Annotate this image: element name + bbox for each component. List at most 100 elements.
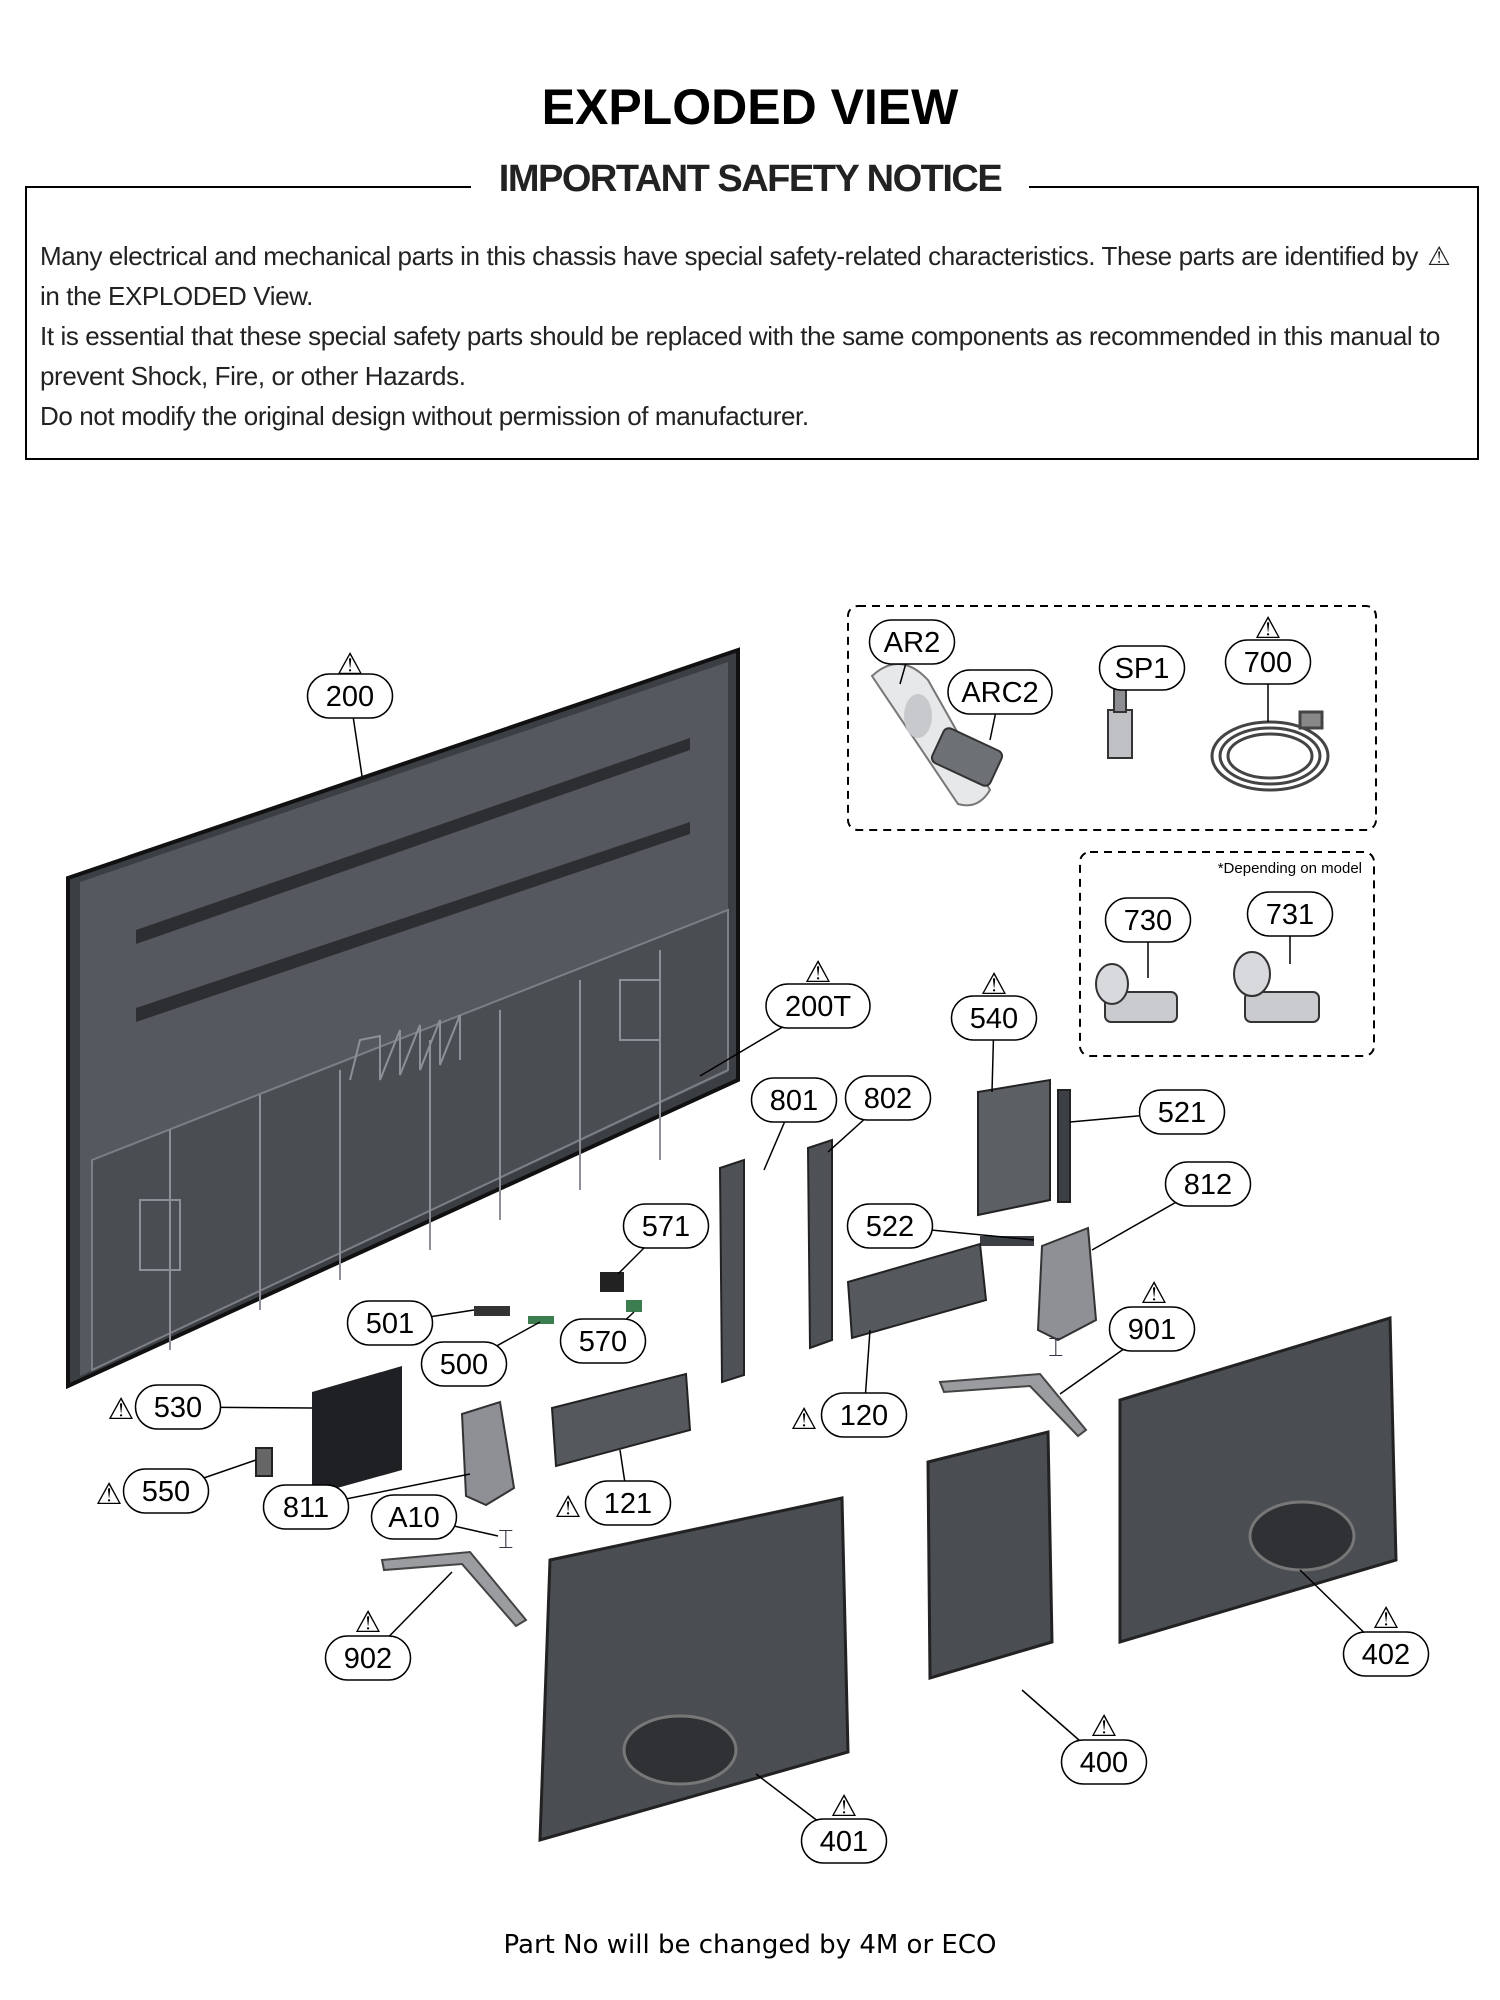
part-callout-802: 802	[827, 1075, 932, 1153]
cable-522	[980, 1236, 1034, 1246]
callout-bubble	[1164, 1161, 1252, 1207]
callout-bubble	[370, 1494, 458, 1540]
back-cover-401	[538, 1496, 850, 1843]
callout-bubble	[1224, 639, 1312, 685]
part-number-label: 801	[770, 1085, 818, 1117]
part-callout-812: 812	[1091, 1161, 1252, 1251]
part-number-label: 811	[283, 1492, 329, 1524]
board-500	[528, 1316, 554, 1324]
footer-note: Part No will be changed by 4M or ECO	[503, 1930, 997, 1960]
callout-bubble	[868, 619, 956, 665]
part-number-label: 400	[1080, 1747, 1128, 1779]
part-callout-902: 902⚠	[324, 1571, 453, 1681]
part-callout-522: 522	[846, 1203, 1035, 1249]
board-570	[626, 1300, 642, 1312]
stand-bracket-812	[1036, 1226, 1098, 1342]
callout-bubble	[947, 669, 1053, 715]
safety-warning-icon: ⚠	[96, 1477, 123, 1512]
exploded-view-diagram: *Depending on model	[66, 605, 1430, 1864]
part-callout-901: 901⚠	[1059, 1276, 1196, 1395]
notice-line-3: Do not modify the original design withou…	[40, 401, 809, 431]
remote-ar2	[870, 662, 1004, 807]
callout-bubble	[262, 1484, 350, 1530]
callout-bubble	[1108, 1306, 1196, 1352]
safety-notice-heading: IMPORTANT SAFETY NOTICE	[0, 158, 1500, 201]
main-board-540	[977, 1078, 1051, 1217]
callout-bubble	[800, 1818, 888, 1864]
screw-sp1	[1107, 683, 1133, 759]
part-callout-a10: A10	[370, 1494, 499, 1540]
part-callout-200: 200⚠	[306, 647, 394, 777]
callout-bubble	[420, 1341, 508, 1387]
part-number-label: SP1	[1115, 653, 1170, 685]
safety-warning-icon: ⚠	[1255, 611, 1282, 646]
callout-bubble	[346, 1300, 434, 1346]
part-number-label: 200	[326, 681, 374, 713]
page-title: EXPLODED VIEW	[541, 79, 959, 135]
part-callout-730: 730	[1104, 897, 1192, 978]
part-number-label: 521	[1158, 1097, 1206, 1129]
part-number-label: 570	[579, 1326, 627, 1358]
safety-warning-icon: ⚠	[555, 1490, 582, 1525]
part-number-label: 550	[142, 1476, 190, 1508]
part-callout-ar2: AR2	[868, 619, 956, 685]
callout-bubble	[1060, 1739, 1148, 1785]
safety-warning-icon: ⚠	[355, 1605, 382, 1640]
part-number-label: 802	[864, 1083, 912, 1115]
callout-bubble	[1104, 897, 1192, 943]
board-501	[474, 1306, 510, 1316]
back-cover-402	[1118, 1315, 1398, 1645]
part-callout-570: 570	[559, 1311, 647, 1364]
callout-bubble	[1246, 891, 1334, 937]
notice-line-1: Many electrical and mechanical parts in …	[40, 236, 1464, 316]
callout-bubble	[1098, 645, 1186, 691]
callout-bubble	[846, 1203, 934, 1249]
callout-bubble	[122, 1468, 210, 1514]
safety-warning-icon: ⚠	[1373, 1601, 1400, 1636]
part-callout-700: 700⚠	[1224, 611, 1312, 722]
part-number-label: 540	[970, 1003, 1018, 1035]
part-callout-401: 401⚠	[755, 1773, 888, 1864]
part-callout-500: 500	[420, 1321, 541, 1387]
safety-warning-icon: ⚠	[337, 647, 364, 682]
safety-warning-icon: ⚠	[805, 955, 832, 990]
part-number-label: 501	[366, 1308, 414, 1340]
display-panel	[66, 647, 740, 1390]
part-callout-731: 731	[1246, 891, 1334, 964]
callout-bubble	[559, 1318, 647, 1364]
cover-400	[926, 1430, 1054, 1681]
part-number-label: 812	[1184, 1169, 1232, 1201]
part-number-label: 402	[1362, 1639, 1410, 1671]
part-number-label: 731	[1266, 899, 1314, 931]
callout-bubble	[750, 1077, 838, 1123]
safety-notice-text: Many electrical and mechanical parts in …	[40, 236, 1464, 436]
callout-bubble	[1342, 1631, 1430, 1677]
part-callout-400: 400⚠	[1021, 1689, 1148, 1785]
callout-bubble	[622, 1203, 710, 1249]
part-550	[255, 1447, 273, 1477]
part-callout-arc2: ARC2	[947, 669, 1053, 741]
part-callout-120: 120⚠	[791, 1329, 908, 1438]
callout-bubble	[306, 673, 394, 719]
callout-bubble	[765, 983, 871, 1029]
part-callout-121: 121⚠	[555, 1449, 672, 1526]
part-callout-501: 501	[346, 1300, 475, 1346]
part-number-label: 730	[1124, 905, 1172, 937]
part-callout-200t: 200T⚠	[699, 955, 871, 1077]
safety-warning-icon: ⚠	[1091, 1709, 1118, 1744]
power-cord-700	[1210, 710, 1330, 792]
part-callout-sp1: SP1	[1098, 645, 1186, 691]
part-number-label: AR2	[884, 627, 940, 659]
sheet-530	[312, 1366, 402, 1495]
speaker-121	[550, 1372, 692, 1468]
part-callout-402: 402⚠	[1299, 1569, 1430, 1677]
callout-bubble	[844, 1075, 932, 1121]
stand-901	[938, 1372, 1088, 1438]
safety-warning-icon: ⚠	[791, 1402, 818, 1437]
part-number-label: 901	[1128, 1314, 1176, 1346]
part-callout-571: 571	[617, 1203, 710, 1275]
part-number-label: 530	[154, 1392, 202, 1424]
callout-bubble	[950, 995, 1038, 1041]
screw-a10-icon: ⌶	[498, 1525, 514, 1555]
